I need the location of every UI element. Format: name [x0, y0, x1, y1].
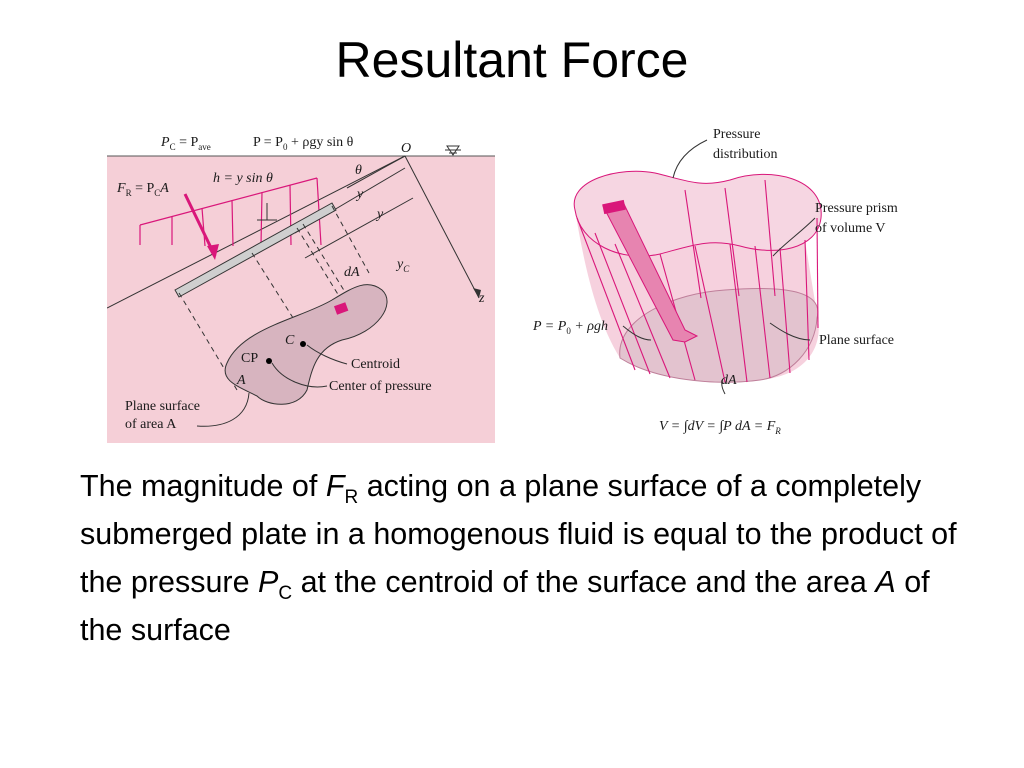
da-column-top: [602, 199, 626, 215]
body-paragraph: The magnitude of FR acting on a plane su…: [80, 462, 980, 654]
plane-surface: [224, 284, 388, 405]
label-c: C: [285, 333, 295, 348]
pressure-arrows: [139, 177, 322, 247]
label-fr: FR = PCA: [116, 181, 169, 198]
label-center-of-pressure: Center of pressure: [329, 379, 432, 394]
label-y: y: [375, 207, 384, 222]
prism-arrows: [576, 179, 819, 383]
free-surface-icon: [445, 145, 461, 156]
yc-dim-line: [304, 197, 414, 259]
leader-lines: [196, 203, 348, 427]
centroid-point: [300, 341, 306, 347]
prism-leader-lines: [622, 139, 816, 395]
label-a: A: [236, 373, 246, 388]
label-prism-2: of volume V: [815, 221, 886, 236]
da-element: [333, 302, 349, 315]
z-axis-arrow: [473, 288, 481, 298]
sub-c: C: [278, 583, 293, 604]
incline-axis-line: [107, 155, 406, 309]
body-text-2: acting on a plane surface of a completel…: [80, 469, 957, 599]
sub-r: R: [344, 487, 359, 508]
label-cp: CP: [241, 351, 258, 366]
inclined-plate: [174, 202, 337, 298]
cp-point: [266, 358, 272, 364]
y-axis-line: [346, 155, 406, 189]
body-text-4: of the surface: [80, 565, 930, 647]
label-p-rhogh: P = P0 + ρgh: [532, 319, 608, 336]
label-plane-surface-right: Plane surface: [819, 333, 894, 348]
label-origin: O: [401, 141, 411, 156]
label-theta: θ: [355, 163, 362, 178]
label-h: h = y sin θ: [213, 171, 273, 186]
label-plane-surface-1: Plane surface: [125, 399, 200, 414]
label-centroid: Centroid: [351, 357, 400, 372]
label-pc-pave: PC = Pave: [160, 135, 211, 152]
var-p: P: [258, 565, 279, 599]
label-pressure-eq: P = P0 + ρgy sin θ: [253, 135, 354, 152]
z-axis-line: [404, 155, 480, 299]
body-text-1: The magnitude of: [80, 469, 326, 503]
label-pressure-2: distribution: [713, 147, 778, 162]
label-z: z: [478, 291, 485, 306]
label-da-right: dA: [721, 373, 737, 388]
label-plane-surface-2: of area A: [125, 417, 177, 432]
label-yc: yC: [395, 257, 410, 274]
var-f: F: [325, 469, 345, 503]
label-integral: V = ∫dV = ∫P dA = FR: [659, 419, 781, 436]
slide-title: Resultant Force: [335, 32, 689, 88]
label-y-top: y: [355, 187, 364, 202]
var-a: A: [875, 565, 896, 599]
pressure-prism-figure: Pressure distribution Pressure prism of …: [532, 127, 898, 436]
label-da: dA: [344, 265, 360, 280]
resultant-force-arrowhead: [207, 244, 219, 260]
inclined-plate-figure: PC = Pave P = P0 + ρgy sin θ O h = y sin…: [107, 135, 495, 443]
label-prism-1: Pressure prism: [815, 201, 898, 216]
body-text-3: at the centroid of the surface and the a…: [292, 565, 876, 599]
label-pressure-1: Pressure: [713, 127, 760, 142]
